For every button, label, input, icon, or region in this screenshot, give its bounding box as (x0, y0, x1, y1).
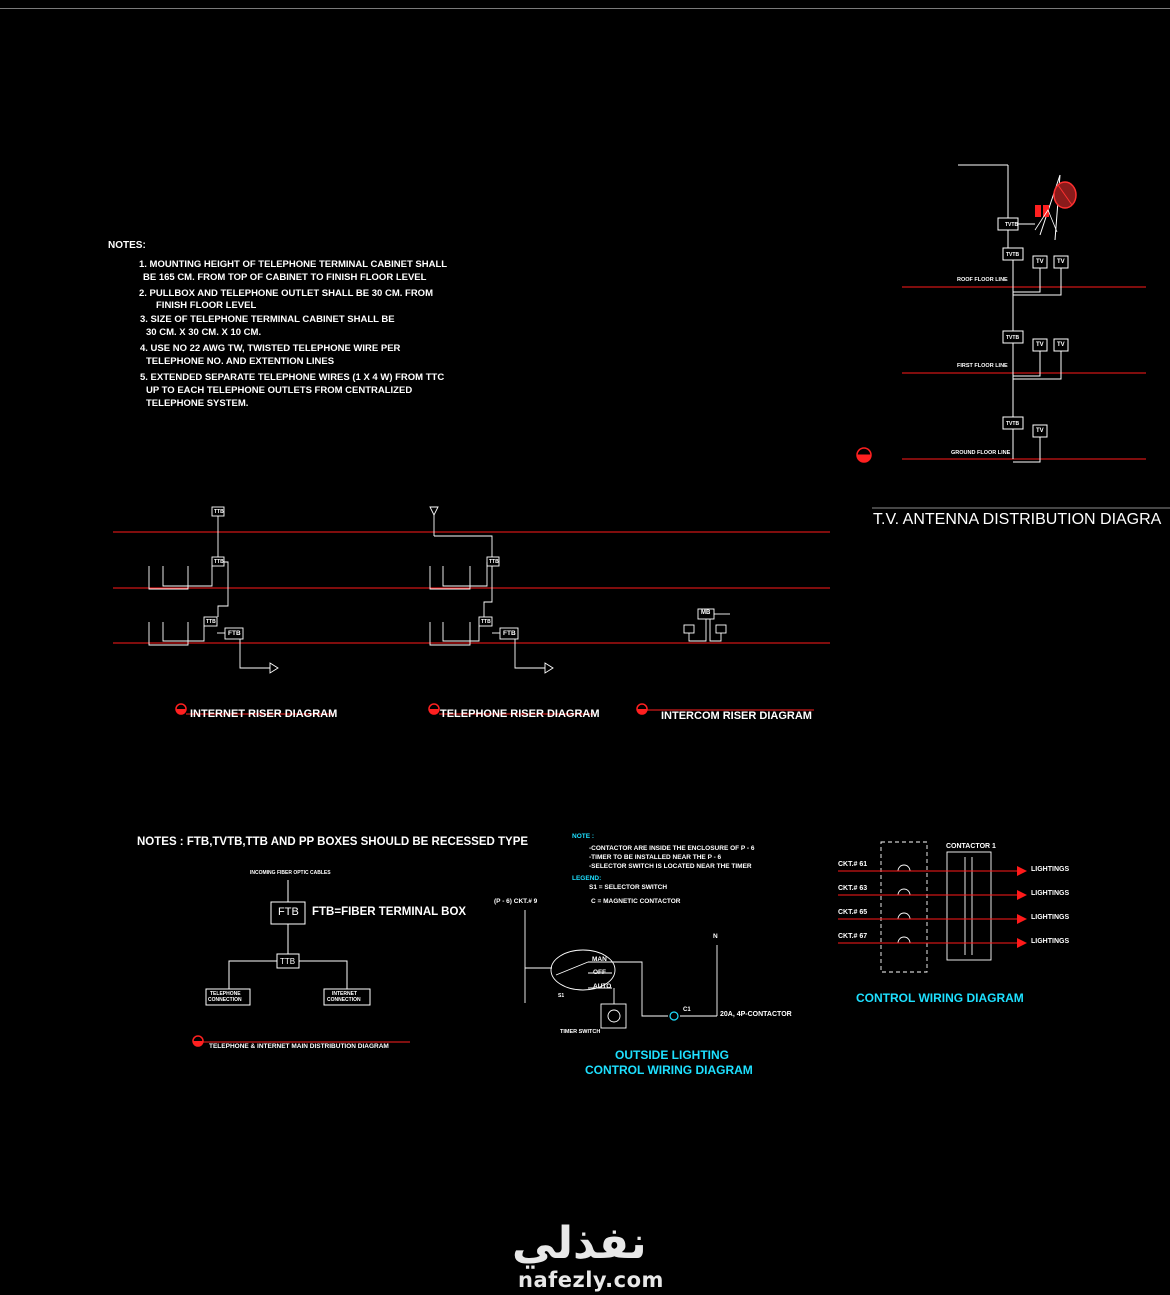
note-line: FINISH FLOOR LEVEL (156, 300, 257, 311)
telephone-connection-label: CONNECTION (208, 997, 242, 1003)
note-line: UP TO EACH TELEPHONE OUTLETS FROM CENTRA… (146, 385, 413, 396)
internet-connection-label: INTERNET (332, 991, 357, 997)
selector-off-label: OFF (593, 969, 606, 976)
section-marker-icon (856, 447, 872, 463)
fiber-section-marker (192, 1035, 410, 1047)
intercom-riser-diagram (683, 608, 730, 642)
outside-lighting-diagram (524, 910, 718, 1029)
tv-label: TV (1057, 342, 1065, 348)
note-line: TELEPHONE SYSTEM. (146, 398, 249, 409)
ttb-label: TTB (481, 619, 491, 625)
tvtb-label: TVTB (1006, 252, 1020, 258)
control-circuit-lines (838, 870, 1018, 944)
c1-label: C1 (683, 1007, 691, 1013)
lighting-note-line: -TIMER TO BE INSTALLED NEAR THE P - 6 (589, 854, 722, 861)
contactor-rating: 20A, 4P-CONTACTOR (720, 1011, 792, 1018)
ftb-label: FTB (503, 630, 516, 637)
ftb-label: FTB (228, 630, 241, 637)
watermark-logo-arabic: نفذلي (512, 1218, 647, 1269)
notes-heading: NOTES: (108, 240, 146, 251)
tvta-label: TVTB (1005, 222, 1019, 228)
lighting-note-heading: NOTE : (572, 833, 595, 840)
lightings-label: LIGHTINGS (1031, 938, 1070, 945)
lighting-note-line: -CONTACTOR ARE INSIDE THE ENCLOSURE OF P… (589, 845, 755, 852)
lightings-label: LIGHTINGS (1031, 914, 1070, 921)
lighting-note-line: -SELECTOR SWITCH IS LOCATED NEAR THE TIM… (589, 863, 752, 870)
circuit-label: CKT.# 65 (838, 909, 868, 916)
telephone-riser-title: TELEPHONE RISER DIAGRAM (440, 708, 600, 720)
internet-riser-title: INTERNET RISER DIAGRAM (190, 708, 338, 720)
note-line: 30 CM. X 30 CM. X 10 CM. (146, 327, 262, 338)
outside-lighting-subtitle: CONTROL WIRING DIAGRAM (585, 1063, 753, 1077)
tv-label: TV (1036, 342, 1044, 348)
watermark-logo-latin: nafezly.com (518, 1268, 664, 1292)
ttb-box-label: TTB (280, 957, 296, 966)
control-wiring-title: CONTROL WIRING DIAGRAM (856, 991, 1024, 1005)
selector-auto-label: AUTO (593, 983, 612, 990)
main-distribution-title: TELEPHONE & INTERNET MAIN DISTRIBUTION D… (209, 1043, 389, 1050)
riser-section-markers (175, 703, 814, 715)
circuit-label: CKT.# 67 (838, 933, 868, 940)
tvtb-label: TVTB (1006, 421, 1020, 427)
tv-label: TV (1036, 259, 1044, 265)
ttb-label: TTB (214, 559, 224, 565)
note-line: BE 165 CM. FROM TOP OF CABINET TO FINISH… (143, 272, 427, 283)
ttb-label: TTB (214, 509, 224, 515)
legend-heading: LEGEND: (572, 875, 602, 882)
tv-label: TV (1036, 428, 1044, 434)
note-line: 1. MOUNTING HEIGHT OF TELEPHONE TERMINAL… (139, 259, 448, 270)
lightings-label: LIGHTINGS (1031, 890, 1070, 897)
satellite-dish-icon (1034, 181, 1077, 233)
incoming-fiber-label: INCOMING FIBER OPTIC CABLES (250, 870, 331, 876)
outside-lighting-title: OUTSIDE LIGHTING (615, 1048, 729, 1062)
tv-antenna-title: T.V. ANTENNA DISTRIBUTION DIAGRA (873, 511, 1162, 528)
circuit-label: CKT.# 61 (838, 861, 868, 868)
first-floor-label: FIRST FLOOR LINE (957, 363, 1008, 369)
panel-circuit-label: (P - 6) CKT.# 9 (494, 898, 538, 905)
ftb-definition: FTB=FIBER TERMINAL BOX (312, 906, 467, 918)
contactor-coil-icon (669, 1011, 679, 1021)
lighting-arrow-icons (1017, 866, 1027, 948)
ground-floor-label: GROUND FLOOR LINE (951, 450, 1011, 456)
ttb-label: TTB (489, 559, 499, 565)
note-line: 5. EXTENDED SEPARATE TELEPHONE WIRES (1 … (140, 372, 445, 383)
lightings-label: LIGHTINGS (1031, 866, 1070, 873)
tv-label: TV (1057, 259, 1065, 265)
note-line: 4. USE NO 22 AWG TW, TWISTED TELEPHONE W… (140, 343, 401, 354)
neutral-label: N (713, 933, 718, 940)
ftb-box-label: FTB (278, 906, 299, 918)
internet-riser-diagram (148, 506, 279, 674)
control-wiring-diagram (880, 841, 992, 973)
legend-line: C = MAGNETIC CONTACTOR (591, 898, 681, 905)
circuit-label: CKT.# 63 (838, 885, 868, 892)
contactor-label: CONTACTOR 1 (946, 843, 996, 850)
riser-floor-lines (113, 531, 830, 644)
internet-connection-label: CONNECTION (327, 997, 361, 1003)
selector-man-label: MAN (592, 956, 607, 963)
roof-floor-label: ROOF FLOOR LINE (957, 277, 1008, 283)
mb-label: MB (701, 610, 711, 616)
telephone-connection-label: TELEPHONE (210, 991, 241, 997)
intercom-riser-title: INTERCOM RISER DIAGRAM (661, 710, 812, 722)
tv-antenna-diagram (902, 286, 1146, 460)
boxes-note: NOTES : FTB,TVTB,TTB AND PP BOXES SHOULD… (137, 836, 529, 848)
top-border-rule (0, 8, 1170, 9)
note-line: TELEPHONE NO. AND EXTENTION LINES (146, 356, 335, 367)
timer-switch-label: TIMER SWITCH (560, 1029, 601, 1035)
ttb-label: TTB (206, 619, 216, 625)
fiber-distribution-diagram (205, 880, 371, 1006)
tvtb-label: TVTB (1006, 335, 1020, 341)
note-line: 2. PULLBOX AND TELEPHONE OUTLET SHALL BE… (139, 288, 433, 299)
telephone-riser-diagram (429, 506, 554, 674)
s1-label: S1 (558, 993, 565, 999)
legend-line: S1 = SELECTOR SWITCH (589, 884, 668, 891)
note-line: 3. SIZE OF TELEPHONE TERMINAL CABINET SH… (140, 314, 395, 325)
